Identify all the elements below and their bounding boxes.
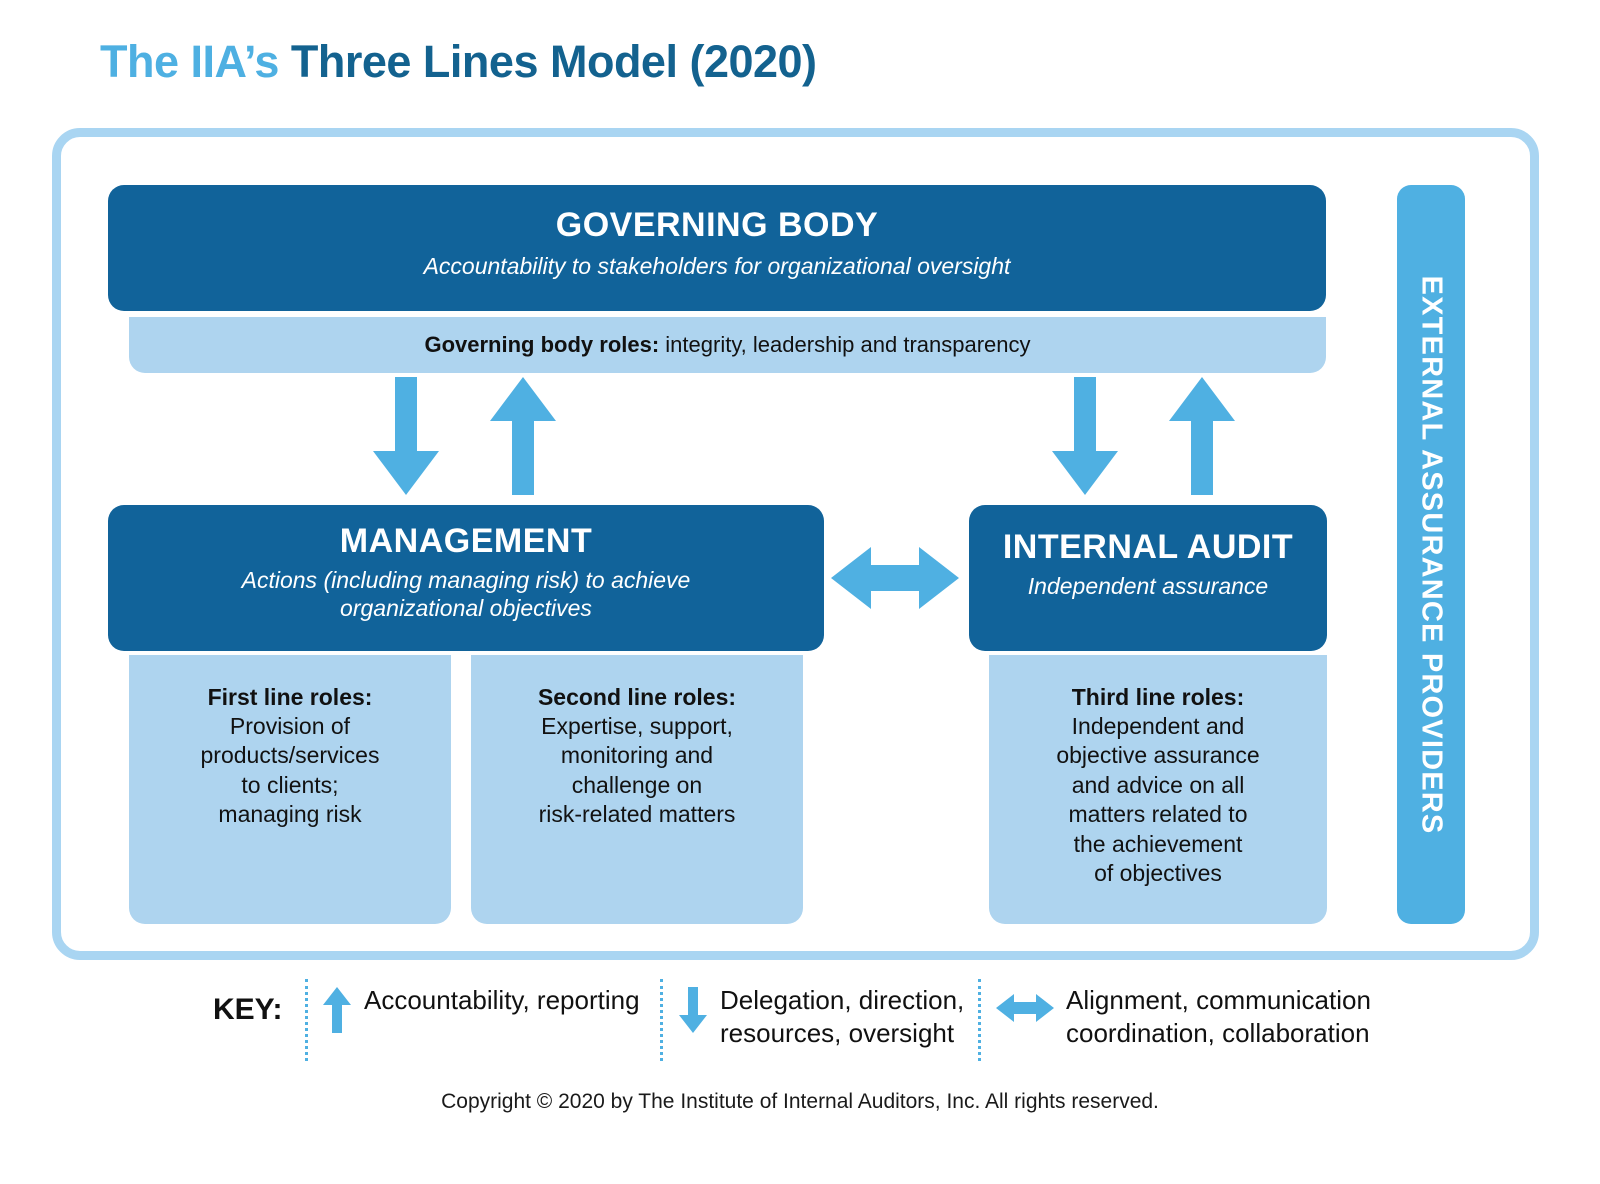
key-item-alignment-text: Alignment, communication coordination, c… (1066, 985, 1371, 1049)
first-line-roles-panel: First line roles: Provision of products/… (129, 655, 451, 924)
third-line-roles-panel: Third line roles: Independent and object… (989, 655, 1327, 924)
key-legend: KEY: Accountability, reporting Delegatio… (0, 975, 1600, 1070)
key-item-alignment: Alignment, communication coordination, c… (996, 984, 1371, 1050)
page-title: The IIA’s Three Lines Model (2020) (100, 36, 817, 88)
title-part-dark: Three Lines Model (2020) (290, 36, 817, 87)
third-line-roles-body: Independent and objective assurance and … (1056, 712, 1260, 887)
arrow-down-icon (678, 987, 708, 1038)
arrow-up-internal-audit-to-gov (1169, 377, 1235, 495)
governing-body-box: GOVERNING BODY Accountability to stakeho… (108, 185, 1326, 311)
governing-body-subtitle: Accountability to stakeholders for organ… (423, 253, 1011, 280)
key-separator-2 (660, 979, 663, 1061)
governing-body-roles-label: Governing body roles: (424, 332, 660, 357)
governing-body-roles-bar: Governing body roles: integrity, leaders… (129, 317, 1326, 373)
key-separator-3 (978, 979, 981, 1061)
key-item-delegation: Delegation, direction, resources, oversi… (678, 984, 964, 1050)
management-subtitle: Actions (including managing risk) to ach… (241, 567, 691, 622)
arrow-up-management-to-gov (490, 377, 556, 495)
management-box: MANAGEMENT Actions (including managing r… (108, 505, 824, 651)
second-line-roles-panel: Second line roles: Expertise, support, m… (471, 655, 803, 924)
title-part-light: The IIA’s (100, 36, 291, 87)
management-heading: MANAGEMENT (339, 522, 593, 560)
key-separator-1 (305, 979, 308, 1061)
arrow-down-gov-to-internal-audit (1052, 377, 1118, 495)
arrow-down-gov-to-management (373, 377, 439, 495)
arrow-left-right-icon (996, 992, 1054, 1029)
external-assurance-providers-label: EXTERNAL ASSURANCE PROVIDERS (1415, 275, 1448, 834)
governing-body-roles-text: integrity, leadership and transparency (659, 332, 1031, 357)
external-assurance-providers-bar: EXTERNAL ASSURANCE PROVIDERS (1397, 185, 1465, 924)
key-item-accountability: Accountability, reporting (322, 984, 640, 1038)
internal-audit-box: INTERNAL AUDIT Independent assurance (969, 505, 1327, 651)
key-label: KEY: (213, 993, 283, 1026)
diagram-frame: GOVERNING BODY Accountability to stakeho… (52, 128, 1539, 960)
first-line-roles-body: Provision of products/services to client… (200, 712, 380, 828)
key-item-delegation-text: Delegation, direction, resources, oversi… (720, 985, 965, 1049)
first-line-roles-title: First line roles: (207, 684, 373, 710)
key-item-accountability-text: Accountability, reporting (364, 985, 640, 1015)
arrow-left-right-management-internal-audit (831, 547, 959, 609)
copyright-notice: Copyright © 2020 by The Institute of Int… (441, 1090, 1159, 1113)
second-line-roles-body: Expertise, support, monitoring and chall… (538, 712, 736, 828)
second-line-roles-title: Second line roles: (537, 684, 737, 710)
governing-body-heading: GOVERNING BODY (555, 206, 879, 244)
third-line-roles-title: Third line roles: (1071, 684, 1245, 710)
arrow-up-icon (322, 987, 352, 1038)
internal-audit-heading: INTERNAL AUDIT (1002, 528, 1294, 566)
internal-audit-subtitle: Independent assurance (1027, 573, 1269, 600)
